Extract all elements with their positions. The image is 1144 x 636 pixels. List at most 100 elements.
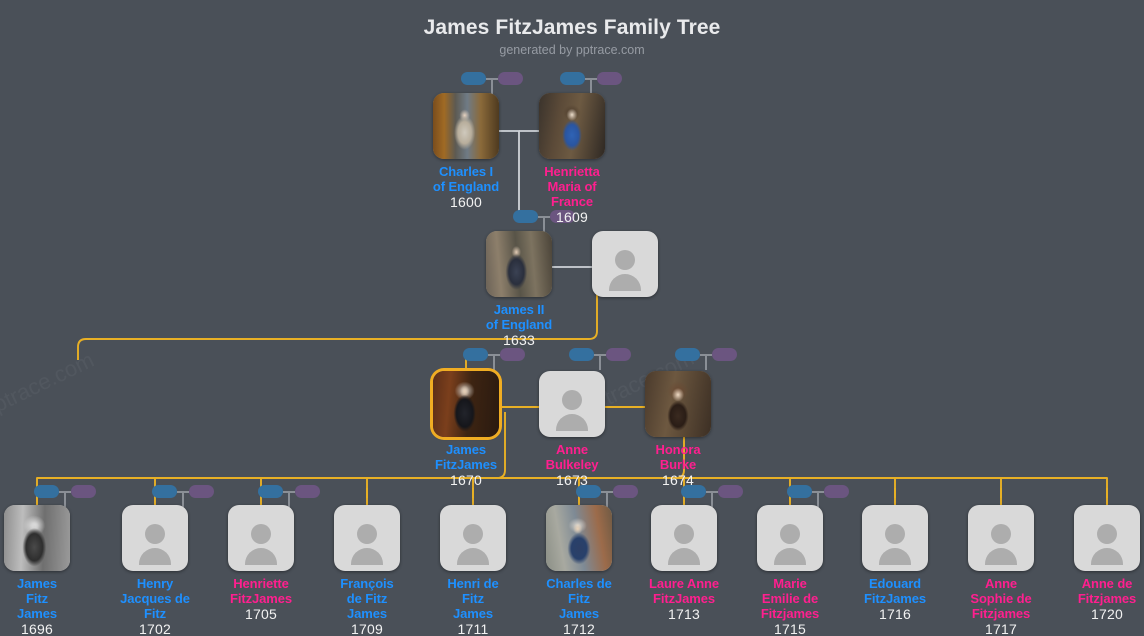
mother-pill-icon[interactable] xyxy=(295,485,320,498)
person-photo-card[interactable] xyxy=(645,371,711,437)
portrait-image xyxy=(645,371,711,437)
mother-pill-icon[interactable] xyxy=(550,210,575,223)
person-placeholder-card[interactable] xyxy=(1074,505,1140,571)
person-placeholder-card[interactable] xyxy=(651,505,717,571)
father-pill-icon[interactable] xyxy=(569,348,594,361)
person-photo-card[interactable] xyxy=(539,93,605,159)
mother-pill-icon[interactable] xyxy=(189,485,214,498)
mother-pill-icon[interactable] xyxy=(613,485,638,498)
father-pill-icon[interactable] xyxy=(560,72,585,85)
person-placeholder-card[interactable] xyxy=(757,505,823,571)
person-placeholder-icon xyxy=(757,505,823,571)
pill-stem xyxy=(493,354,495,370)
person-photo-card[interactable] xyxy=(4,505,70,571)
person-placeholder-card[interactable] xyxy=(228,505,294,571)
person-placeholder-icon xyxy=(334,505,400,571)
person-placeholder-icon xyxy=(440,505,506,571)
person-placeholder-card[interactable] xyxy=(968,505,1034,571)
person-placeholder-card[interactable] xyxy=(440,505,506,571)
page-subtitle: generated by pptrace.com xyxy=(499,43,645,57)
person-placeholder-card[interactable] xyxy=(122,505,188,571)
person-year: 1705 xyxy=(245,606,277,622)
pill-stem xyxy=(705,354,707,370)
mother-pill-icon[interactable] xyxy=(500,348,525,361)
pill-stem xyxy=(599,354,601,370)
mother-pill-icon[interactable] xyxy=(606,348,631,361)
portrait-image xyxy=(433,371,499,437)
person-year: 1702 xyxy=(139,621,171,636)
person-placeholder-card[interactable] xyxy=(334,505,400,571)
person-year: 1711 xyxy=(457,621,489,636)
person-year: 1633 xyxy=(503,332,535,348)
page-title: James FitzJames Family Tree xyxy=(423,16,721,39)
person-year: 1713 xyxy=(668,606,700,622)
mother-pill-icon[interactable] xyxy=(718,485,743,498)
person-placeholder-card[interactable] xyxy=(862,505,928,571)
person-node-unknown-spouse[interactable] xyxy=(592,231,673,302)
person-photo-card[interactable] xyxy=(433,371,499,437)
father-pill-icon[interactable] xyxy=(152,485,177,498)
pill-stem xyxy=(817,491,819,507)
person-placeholder-card[interactable] xyxy=(539,371,605,437)
father-pill-icon[interactable] xyxy=(675,348,700,361)
person-placeholder-icon xyxy=(651,505,717,571)
portrait-image xyxy=(486,231,552,297)
father-pill-icon[interactable] xyxy=(461,72,486,85)
father-pill-icon[interactable] xyxy=(681,485,706,498)
pill-stem xyxy=(590,78,592,94)
father-pill-icon[interactable] xyxy=(787,485,812,498)
father-pill-icon[interactable] xyxy=(513,210,538,223)
person-placeholder-icon xyxy=(968,505,1034,571)
person-placeholder-icon xyxy=(862,505,928,571)
person-photo-card[interactable] xyxy=(433,93,499,159)
portrait-image xyxy=(546,505,612,571)
father-pill-icon[interactable] xyxy=(34,485,59,498)
father-pill-icon[interactable] xyxy=(258,485,283,498)
person-photo-card[interactable] xyxy=(546,505,612,571)
mother-pill-icon[interactable] xyxy=(597,72,622,85)
portrait-image xyxy=(4,505,70,571)
mother-pill-icon[interactable] xyxy=(712,348,737,361)
person-year: 1717 xyxy=(985,621,1017,636)
mother-pill-icon[interactable] xyxy=(824,485,849,498)
father-pill-icon[interactable] xyxy=(463,348,488,361)
person-placeholder-card[interactable] xyxy=(592,231,658,297)
father-pill-icon[interactable] xyxy=(576,485,601,498)
person-placeholder-icon xyxy=(539,371,605,437)
portrait-image xyxy=(539,93,605,159)
person-photo-card[interactable] xyxy=(486,231,552,297)
mother-pill-icon[interactable] xyxy=(71,485,96,498)
pill-stem xyxy=(288,491,290,507)
person-year: 1673 xyxy=(556,472,588,488)
mother-pill-icon[interactable] xyxy=(498,72,523,85)
